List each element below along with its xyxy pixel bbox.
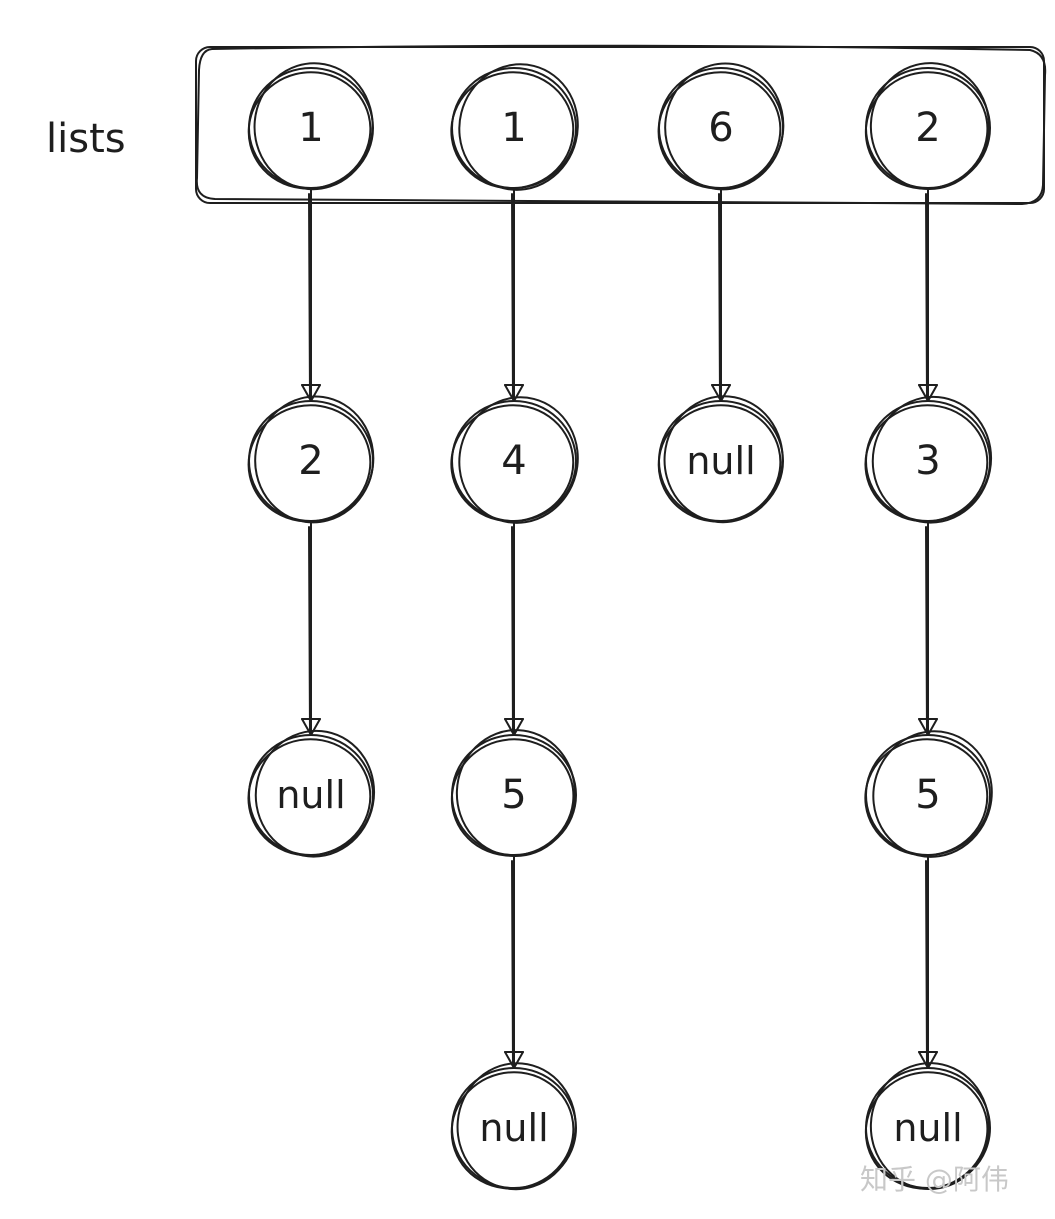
- list-3-node-2: 5: [864, 730, 993, 858]
- list-1-node-3-label: null: [479, 1106, 548, 1150]
- list-1-head-node: 1: [450, 63, 579, 191]
- list-1-arrow-2: [504, 856, 524, 1069]
- list-3-node-1-label: 3: [915, 438, 940, 484]
- list-0-arrow-1: [301, 522, 321, 736]
- list-1-head-node-label: 1: [501, 105, 526, 151]
- list-3-arrow-2: [918, 856, 938, 1069]
- list-3-node-2-label: 5: [915, 772, 940, 818]
- arrows-layer: [301, 189, 938, 1069]
- list-3-node-3-label: null: [893, 1106, 962, 1150]
- list-2-node-1: null: [657, 395, 784, 524]
- list-0-arrow-0: [301, 189, 321, 402]
- list-0-node-1: 2: [247, 395, 375, 524]
- list-3-node-3: null: [864, 1062, 991, 1191]
- nodes-layer: 1 2 null 1 4 5 null 6 null 2 3 5 null: [247, 62, 993, 1191]
- lists-label: lists: [46, 116, 126, 162]
- list-3-arrow-1: [918, 522, 938, 736]
- list-3-head-node: 2: [864, 62, 991, 191]
- list-1-node-1-label: 4: [501, 438, 526, 484]
- list-2-arrow-0: [711, 189, 731, 402]
- list-2-head-node: 6: [657, 62, 785, 191]
- list-1-node-3: null: [450, 1062, 577, 1191]
- list-3-node-1: 3: [864, 395, 993, 524]
- list-0-node-2-label: null: [276, 773, 345, 817]
- list-0-head-node: 1: [247, 62, 374, 191]
- list-3-arrow-0: [918, 189, 938, 402]
- list-0-node-2: null: [247, 729, 376, 858]
- list-1-arrow-0: [504, 189, 524, 402]
- list-1-arrow-1: [504, 522, 524, 736]
- list-1-node-1: 4: [450, 396, 579, 524]
- list-0-head-node-label: 1: [298, 105, 323, 151]
- watermark: 知乎 @阿伟: [860, 1163, 1009, 1196]
- list-1-node-2: 5: [450, 729, 577, 858]
- list-3-head-node-label: 2: [915, 105, 940, 151]
- list-2-head-node-label: 6: [708, 105, 733, 151]
- list-0-node-1-label: 2: [298, 438, 323, 484]
- list-1-node-2-label: 5: [501, 772, 526, 818]
- list-2-node-1-label: null: [686, 439, 755, 483]
- lists-array-box: [195, 44, 1047, 205]
